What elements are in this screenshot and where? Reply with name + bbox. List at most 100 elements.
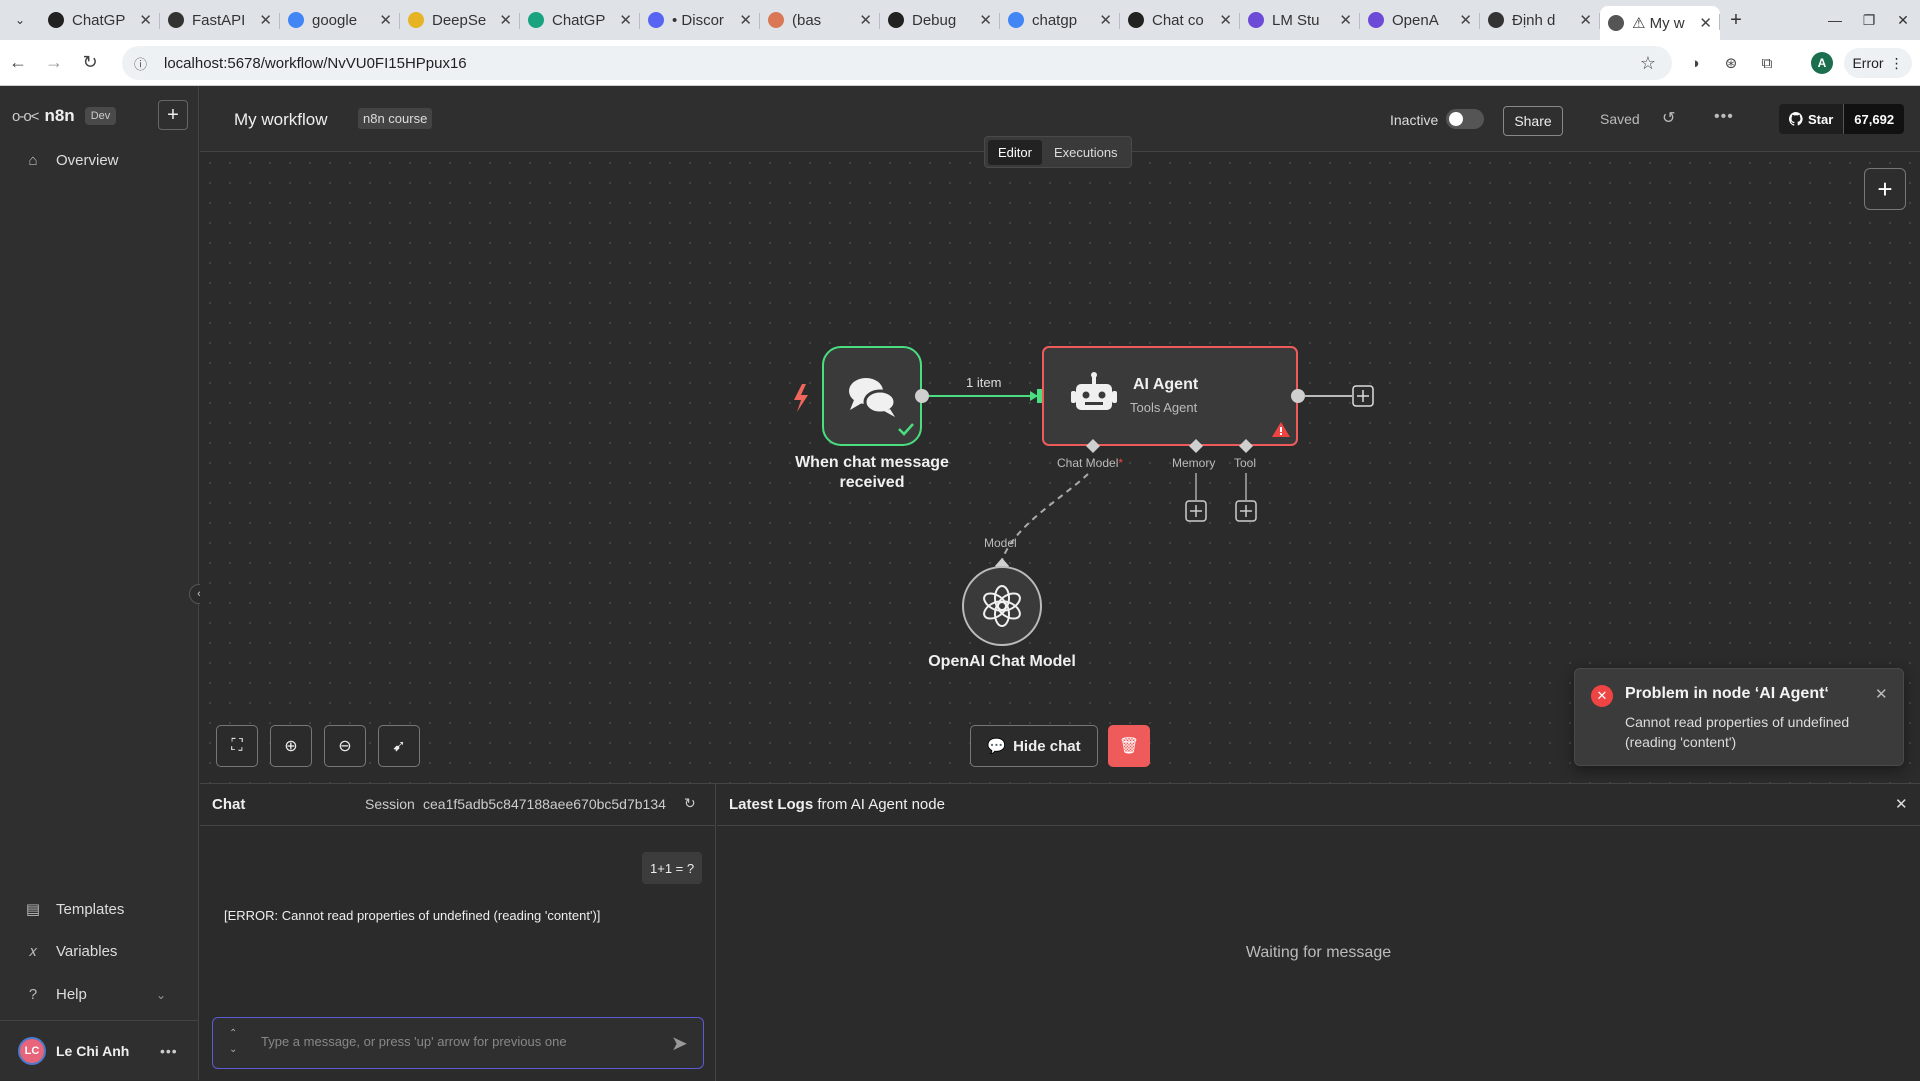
browser-tab[interactable]: LM Stu✕ — [1240, 5, 1360, 35]
close-icon[interactable]: ✕ — [1875, 686, 1888, 703]
tidy-up-button[interactable]: ➹ — [378, 725, 420, 767]
kebab-menu-icon: ⋮ — [1889, 54, 1904, 71]
close-window-icon[interactable]: ✕ — [1897, 11, 1909, 28]
trigger-node-label: When chat message received — [795, 454, 949, 491]
logs-title: Latest Logs from AI Agent node — [729, 796, 945, 813]
tab-executions[interactable]: Executions — [1053, 144, 1118, 160]
more-icon[interactable]: ••• — [1714, 108, 1734, 125]
browser-error-button[interactable]: Error ⋮ — [1844, 48, 1912, 78]
extension-icon[interactable]: ⊛ — [1724, 55, 1738, 72]
openai-icon — [1128, 12, 1144, 28]
browser-tab[interactable]: (bas✕ — [760, 5, 880, 35]
sidebar-item-help[interactable]: ? Help ⌄ — [24, 986, 166, 1003]
browser-tab[interactable]: ChatGP✕ — [520, 5, 640, 35]
workflow-name[interactable]: My workflow — [234, 110, 328, 129]
close-tab-icon[interactable]: ✕ — [739, 12, 752, 29]
browser-tab[interactable]: FastAPI ✕ — [160, 5, 280, 35]
url-bar[interactable]: ⓘ localhost:5678/workflow/NvVU0FI15HPpux… — [122, 46, 1672, 80]
reset-session-icon[interactable]: ↻ — [684, 795, 696, 811]
session-id[interactable]: cea1f5adb5c847188aee670bc5d7b134 — [423, 796, 666, 812]
tab-strip: ChatGP✕FastAPI✕google✕DeepSe✕ChatGP✕• Di… — [40, 0, 1720, 40]
sidebar: o-o< n8n Dev + ⌂ Overview ▤ Templates 𝑥 … — [0, 86, 199, 1080]
minimize-icon[interactable]: — — [1828, 12, 1842, 28]
close-tab-icon[interactable]: ✕ — [1219, 12, 1232, 29]
zoom-to-fit-button[interactable]: ⛶ — [216, 725, 258, 767]
close-tab-icon[interactable]: ✕ — [619, 12, 632, 29]
close-tab-icon[interactable]: ✕ — [1339, 12, 1352, 29]
toast-message: Cannot read properties of undefined (rea… — [1625, 714, 1850, 750]
bot-message: [ERROR: Cannot read properties of undefi… — [224, 908, 601, 923]
new-tab-button[interactable]: + — [1730, 8, 1742, 31]
close-tab-icon[interactable]: ✕ — [139, 12, 152, 29]
user-menu[interactable]: LC Le Chi Anh ••• — [0, 1020, 199, 1080]
history-icon[interactable]: ↺ — [1662, 110, 1676, 127]
logs-panel: Latest Logs from AI Agent node ✕ Waiting… — [717, 784, 1920, 1081]
help-icon: ? — [28, 986, 38, 1003]
workflow-tag[interactable]: n8n course — [358, 108, 433, 129]
agent-node-subtitle: Tools Agent — [1130, 400, 1198, 415]
browser-tab[interactable]: ChatGP✕ — [40, 5, 160, 35]
extensions-puzzle-icon[interactable]: ⧉ — [1761, 54, 1773, 72]
close-tab-icon[interactable]: ✕ — [979, 12, 992, 29]
close-tab-icon[interactable]: ✕ — [1099, 12, 1112, 29]
reload-icon[interactable]: ↻ — [82, 52, 98, 72]
close-tab-icon[interactable]: ✕ — [499, 12, 512, 29]
logo-name: n8n — [44, 106, 75, 125]
forward-icon[interactable]: → — [45, 52, 63, 72]
history-arrows-icon[interactable]: ⌃⌄ — [229, 1028, 238, 1055]
restore-icon[interactable]: ❐ — [1862, 11, 1876, 28]
user-name: Le Chi Anh — [56, 1042, 130, 1059]
model-port-label: Model — [984, 536, 1017, 550]
browser-tab[interactable]: ⚠ My w✕ — [1600, 6, 1720, 40]
tab-search-icon[interactable]: ⌄ — [14, 13, 26, 27]
more-icon[interactable]: ••• — [160, 1042, 178, 1059]
close-tab-icon[interactable]: ✕ — [1579, 12, 1592, 29]
profile-avatar[interactable]: A — [1811, 52, 1833, 74]
chat-icon: 💬 — [987, 738, 1007, 755]
share-button[interactable]: Share — [1503, 106, 1563, 136]
send-icon[interactable]: ➤ — [671, 1033, 688, 1055]
back-icon[interactable]: ← — [9, 52, 27, 72]
close-tab-icon[interactable]: ✕ — [379, 12, 392, 29]
browser-toolbar: ← → ↻ ⓘ localhost:5678/workflow/NvVU0FI1… — [0, 40, 1920, 86]
close-tab-icon[interactable]: ✕ — [1459, 12, 1472, 29]
browser-tab[interactable]: google✕ — [280, 5, 400, 35]
browser-tab[interactable]: chatgp✕ — [1000, 5, 1120, 35]
chat-input-placeholder: Type a message, or press 'up' arrow for … — [261, 1034, 567, 1049]
extension-icon[interactable]: ◑ — [1690, 54, 1700, 72]
browser-tab[interactable]: OpenA ✕ — [1360, 5, 1480, 35]
sidebar-item-templates[interactable]: ▤ Templates — [24, 900, 124, 919]
active-status-label: Inactive — [1390, 112, 1439, 128]
sidebar-item-label: Help — [56, 986, 87, 1003]
add-node-button[interactable]: + — [1864, 168, 1906, 210]
browser-tab[interactable]: Debug✕ — [880, 5, 1000, 35]
tab-title: FastAPI — [192, 11, 246, 29]
active-toggle[interactable] — [1446, 109, 1484, 129]
hide-chat-button[interactable]: 💬 Hide chat — [970, 725, 1098, 767]
clear-execution-button[interactable]: 🗑 — [1108, 725, 1150, 767]
browser-tab[interactable]: • Discor✕ — [640, 5, 760, 35]
tab-editor[interactable]: Editor — [988, 139, 1042, 165]
zoom-out-icon: ⊖ — [338, 738, 352, 755]
github-star-button[interactable]: Star 67,692 — [1779, 104, 1905, 134]
sidebar-item-variables[interactable]: 𝑥 Variables — [24, 943, 118, 960]
create-button[interactable]: + — [158, 100, 188, 130]
site-info-icon[interactable]: ⓘ — [134, 56, 148, 72]
browser-tab[interactable]: Chat co✕ — [1120, 5, 1240, 35]
lmstudio-icon — [1248, 12, 1264, 28]
logs-title-rest: from AI Agent node — [817, 796, 945, 813]
sidebar-item-overview[interactable]: ⌂ Overview — [24, 152, 118, 169]
bookmark-star-icon[interactable]: ☆ — [1639, 52, 1656, 73]
close-tab-icon[interactable]: ✕ — [259, 12, 272, 29]
tab-title: OpenA — [1392, 11, 1439, 29]
zoom-out-button[interactable]: ⊖ — [324, 725, 366, 767]
browser-tab[interactable]: Định d✕ — [1480, 5, 1600, 35]
n8n-logo[interactable]: o-o< n8n Dev — [12, 106, 117, 126]
close-tab-icon[interactable]: ✕ — [859, 12, 872, 29]
close-icon[interactable]: ✕ — [1895, 796, 1908, 813]
zoom-in-button[interactable]: ⊕ — [270, 725, 312, 767]
error-toast: ✕ Problem in node ‘AI Agent‘ Cannot read… — [1574, 668, 1904, 766]
chat-input[interactable]: ⌃⌄ Type a message, or press 'up' arrow f… — [212, 1017, 704, 1069]
browser-tab[interactable]: DeepSe✕ — [400, 5, 520, 35]
close-tab-icon[interactable]: ✕ — [1699, 15, 1712, 32]
